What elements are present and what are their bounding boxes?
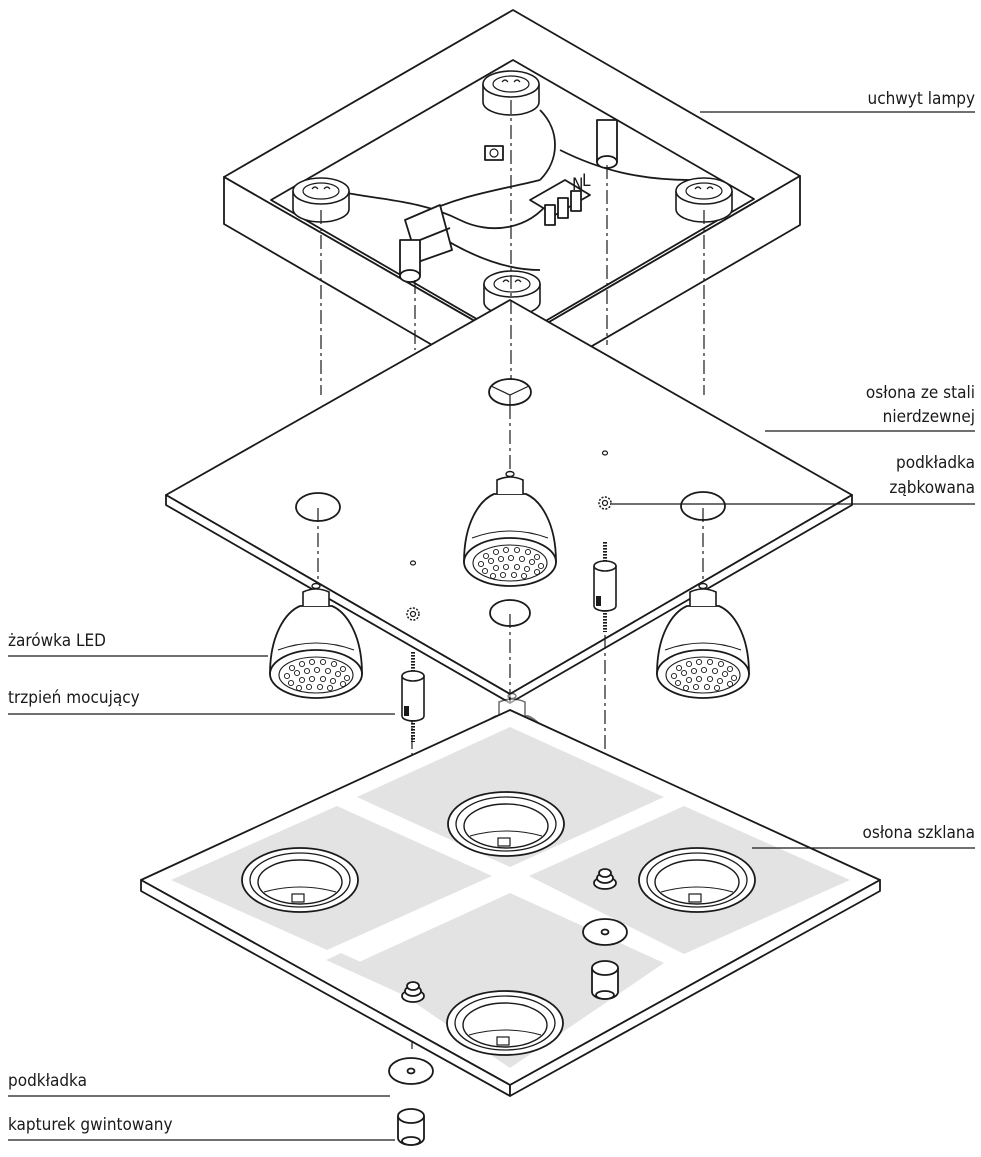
threaded-cap-left (397, 1108, 425, 1146)
mounting-pin-left (400, 650, 426, 744)
glass-ring-right (638, 847, 756, 913)
label-threaded-cap-text: kapturek gwintowany (8, 1115, 173, 1135)
label-threaded-cap: kapturek gwintowany (8, 1115, 395, 1141)
glass-ring-bottom (446, 990, 564, 1056)
serrated-washer-left (406, 607, 420, 621)
lamp-holder-box (223, 9, 801, 393)
screw-tip-right (601, 450, 609, 456)
label-serrated-washer-line1: podkładka (896, 453, 975, 473)
label-mounting-pin: trzpień mocujący (8, 688, 395, 715)
label-lamp-holder: uchwyt lampy (700, 89, 976, 113)
glass-ring-left (241, 847, 359, 913)
label-serrated-washer-line2: ząbkowana (889, 478, 975, 498)
threaded-cap-right (591, 960, 619, 1000)
label-led-bulb: żarówka LED (8, 631, 268, 657)
glass-spacer-left (401, 981, 425, 1003)
label-washer-text: podkładka (8, 1071, 87, 1091)
washer-left (388, 1057, 434, 1085)
terminal-mark-neutral: N (572, 175, 583, 195)
glass-cover (140, 709, 881, 1097)
label-steel-cover-line1: osłona ze stali (866, 383, 975, 403)
terminal-mark-live: L (582, 171, 591, 191)
washer-right (582, 918, 628, 946)
label-glass-cover: osłona szklana (752, 823, 975, 849)
glass-spacer-right (593, 868, 617, 890)
label-mounting-pin-text: trzpień mocujący (8, 688, 140, 708)
screw-tip-left (409, 560, 417, 566)
label-steel-cover-line2: nierdzewnej (883, 407, 975, 427)
label-serrated-washer: podkładka ząbkowana (612, 453, 975, 505)
glass-ring-top (447, 791, 565, 857)
label-led-bulb-text: żarówka LED (8, 631, 106, 651)
label-glass-cover-text: osłona szklana (863, 823, 975, 843)
serrated-washer-right (598, 496, 612, 510)
label-steel-cover: osłona ze stali nierdzewnej (765, 383, 975, 432)
label-washer: podkładka (8, 1071, 390, 1097)
label-lamp-holder-text: uchwyt lampy (868, 89, 976, 109)
